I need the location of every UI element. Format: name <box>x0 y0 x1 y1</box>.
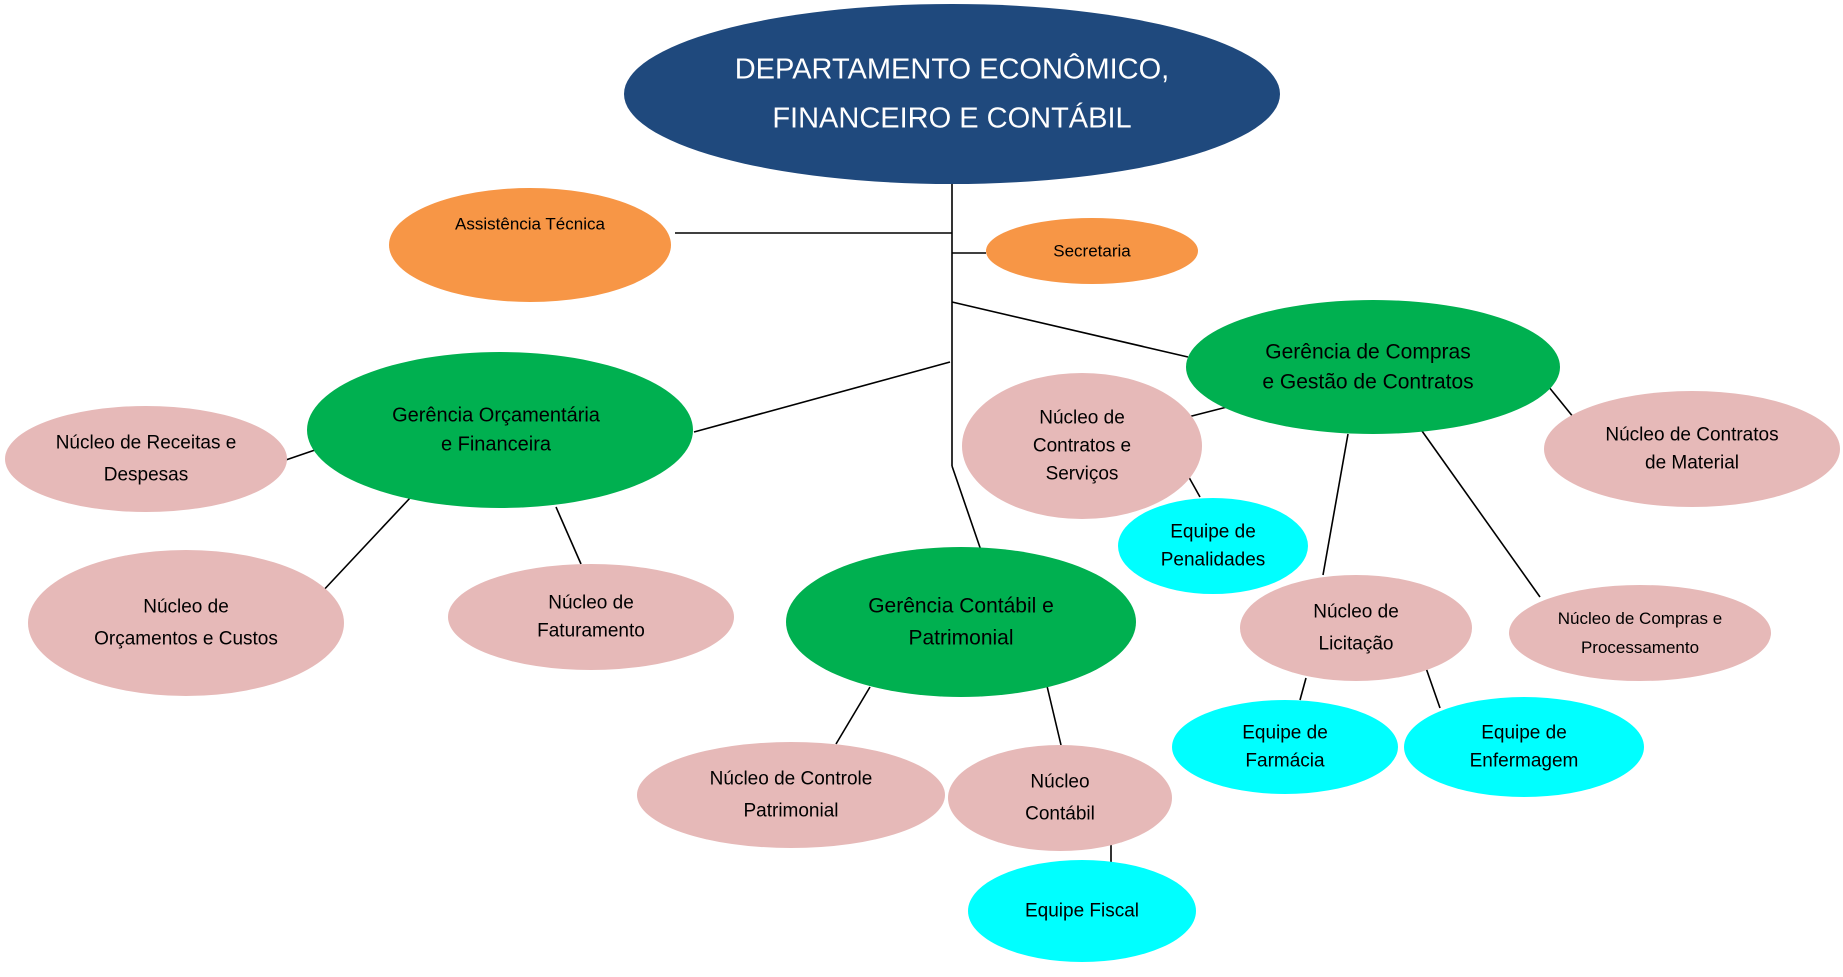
connector-line <box>319 497 411 595</box>
node-label: Núcleo de <box>1039 408 1125 429</box>
node-shape <box>307 352 693 508</box>
node-eq-fiscal: Equipe Fiscal <box>968 860 1196 962</box>
node-label: Orçamentos e Custos <box>94 629 278 650</box>
node-label: Farmácia <box>1245 751 1325 772</box>
node-label: Equipe de <box>1481 723 1567 744</box>
node-root: DEPARTAMENTO ECONÔMICO, FINANCEIRO E CONT… <box>624 4 1280 184</box>
node-eq-penalidades: Equipe de Penalidades <box>1118 498 1308 594</box>
connector-line <box>555 506 582 565</box>
node-shape <box>1544 391 1840 507</box>
node-label: Núcleo de Receitas e <box>56 433 237 454</box>
node-label: Núcleo de Controle <box>710 769 873 790</box>
node-shape <box>624 4 1280 184</box>
node-shape <box>786 547 1136 697</box>
node-label: Núcleo de Compras e <box>1558 609 1722 628</box>
node-label: Faturamento <box>537 621 645 642</box>
connector-lines <box>276 184 1575 872</box>
node-nuc-orcamentos: Núcleo de Orçamentos e Custos <box>28 550 344 696</box>
connector-line <box>1425 667 1441 709</box>
node-label: Enfermagem <box>1470 751 1579 772</box>
node-label: Núcleo de <box>143 597 229 618</box>
connector-line <box>1046 685 1062 746</box>
node-shape <box>1172 700 1398 794</box>
node-label: Gerência Orçamentária <box>392 405 601 427</box>
node-secretaria: Secretaria <box>986 218 1198 284</box>
node-label: Serviços <box>1046 464 1119 485</box>
node-label: Licitação <box>1319 634 1394 655</box>
node-label: Equipe de <box>1242 723 1328 744</box>
node-label: Núcleo de <box>1313 602 1399 623</box>
node-label: Núcleo de <box>548 593 634 614</box>
node-eq-enfermagem: Equipe de Enfermagem <box>1404 697 1644 797</box>
node-label: Gerência de Compras <box>1265 341 1470 364</box>
node-label: e Financeira <box>441 434 552 456</box>
node-nuc-receitas: Núcleo de Receitas e Despesas <box>5 406 287 512</box>
node-label: Contratos e <box>1033 436 1131 457</box>
node-label: Equipe de <box>1170 522 1256 543</box>
connector-line <box>1299 677 1307 701</box>
connector-line <box>951 301 1189 358</box>
connector-line <box>693 361 951 433</box>
node-label: Despesas <box>104 465 189 486</box>
node-ger-orcamentaria: Gerência Orçamentária e Financeira <box>307 352 693 508</box>
node-nuc-contratos-servicos: Núcleo de Contratos e Serviços <box>962 373 1202 519</box>
node-label: Gerência Contábil e <box>868 595 1054 618</box>
connector-line <box>835 686 871 745</box>
node-shape <box>5 406 287 512</box>
node-label: de Material <box>1645 453 1739 474</box>
node-shape <box>1509 585 1771 681</box>
node-label: Patrimonial <box>908 627 1013 650</box>
node-label: Equipe Fiscal <box>1025 901 1139 922</box>
node-nuc-contratos-material: Núcleo de Contratos de Material <box>1544 391 1840 507</box>
node-ger-contabil: Gerência Contábil e Patrimonial <box>786 547 1136 697</box>
node-nuc-licitacao: Núcleo de Licitação <box>1240 575 1472 681</box>
node-shape <box>968 860 1196 962</box>
node-shape <box>448 564 734 670</box>
node-shape <box>1404 697 1644 797</box>
node-label: Núcleo de Contratos <box>1605 425 1778 446</box>
node-layer: DEPARTAMENTO ECONÔMICO, FINANCEIRO E CONT… <box>5 4 1840 962</box>
connector-line <box>1421 430 1541 598</box>
node-shape <box>962 373 1202 519</box>
node-label: Contábil <box>1025 804 1095 825</box>
node-shape <box>986 218 1198 284</box>
node-shape <box>389 188 671 302</box>
node-label: Assistência Técnica <box>455 215 605 234</box>
node-nuc-compras-proc: Núcleo de Compras e Processamento <box>1509 585 1771 681</box>
node-ger-compras: Gerência de Compras e Gestão de Contratos <box>1186 300 1560 434</box>
node-shape <box>1118 498 1308 594</box>
node-nuc-faturamento: Núcleo de Faturamento <box>448 564 734 670</box>
node-assistencia: Assistência Técnica <box>389 188 671 302</box>
node-eq-farmacia: Equipe de Farmácia <box>1172 700 1398 794</box>
node-label: Penalidades <box>1161 550 1266 571</box>
connector-line <box>1322 433 1349 576</box>
node-label: Patrimonial <box>743 801 838 822</box>
node-shape <box>1240 575 1472 681</box>
node-shape <box>948 745 1172 851</box>
node-label: FINANCEIRO E CONTÁBIL <box>772 102 1131 135</box>
node-label: e Gestão de Contratos <box>1262 371 1473 394</box>
node-label: Secretaria <box>1053 242 1131 261</box>
node-label: DEPARTAMENTO ECONÔMICO, <box>735 52 1170 86</box>
node-label: Núcleo <box>1030 772 1089 793</box>
node-shape <box>28 550 344 696</box>
node-shape <box>637 742 945 848</box>
node-shape <box>1186 300 1560 434</box>
node-label: Processamento <box>1581 638 1699 657</box>
